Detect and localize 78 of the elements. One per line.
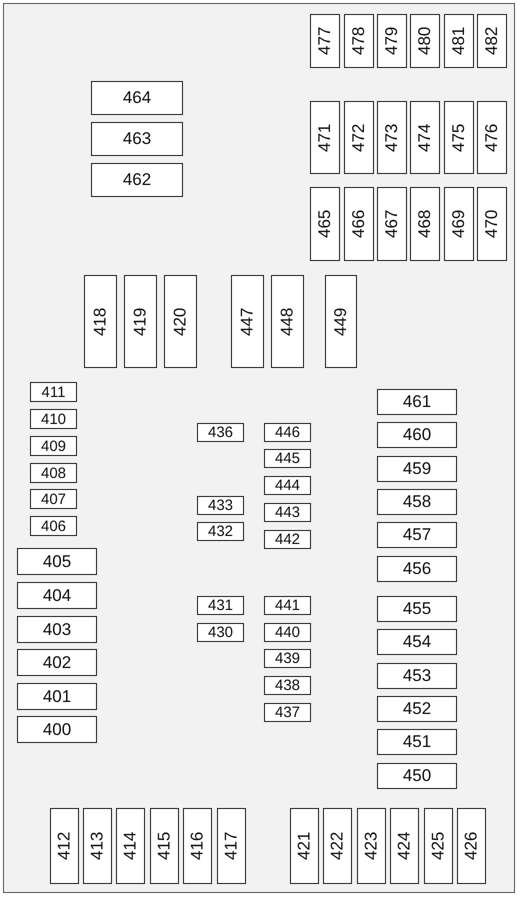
- fuse-slot: 456: [377, 556, 457, 582]
- fuse-slot: 426: [457, 808, 486, 884]
- fuse-slot: 431: [197, 596, 244, 615]
- fuse-slot: 458: [377, 489, 457, 515]
- fuse-slot: 445: [264, 449, 311, 468]
- fuse-slot: 404: [17, 582, 97, 609]
- fuse-slot: 430: [197, 623, 244, 642]
- fuse-slot: 451: [377, 729, 457, 755]
- fuse-slot: 432: [197, 522, 244, 541]
- fuse-slot: 460: [377, 422, 457, 448]
- fuse-slot: 468: [410, 187, 440, 261]
- fuse-slot: 407: [30, 489, 77, 509]
- fuse-slot: 422: [323, 808, 352, 884]
- fuse-slot: 476: [477, 101, 507, 174]
- fuse-slot: 421: [290, 808, 319, 884]
- fuse-slot: 453: [377, 663, 457, 689]
- fuse-slot: 446: [264, 423, 311, 442]
- fuse-slot: 462: [91, 163, 183, 197]
- fuse-slot: 400: [17, 716, 97, 743]
- fuse-slot: 470: [477, 187, 507, 261]
- fuse-slot: 419: [124, 275, 157, 368]
- fuse-slot: 441: [264, 596, 311, 615]
- fuse-slot: 447: [231, 275, 264, 368]
- fuse-slot: 452: [377, 696, 457, 722]
- fuse-slot: 477: [310, 14, 340, 68]
- fuse-slot: 479: [377, 14, 407, 68]
- fuse-slot: 481: [444, 14, 474, 68]
- fuse-slot: 464: [91, 81, 183, 115]
- fuse-slot: 457: [377, 522, 457, 548]
- fuse-slot: 423: [357, 808, 386, 884]
- fuse-slot: 454: [377, 629, 457, 655]
- fuse-slot: 474: [410, 101, 440, 174]
- fuse-slot: 425: [424, 808, 453, 884]
- fuse-slot: 437: [264, 703, 311, 722]
- fuse-slot: 444: [264, 476, 311, 495]
- fuse-slot: 438: [264, 676, 311, 695]
- fuse-slot: 417: [217, 808, 246, 884]
- fuse-slot: 461: [377, 389, 457, 415]
- fuse-slot: 482: [477, 14, 507, 68]
- fuse-slot: 418: [84, 275, 117, 368]
- fuse-slot: 420: [164, 275, 197, 368]
- fuse-slot: 472: [344, 101, 374, 174]
- fuse-slot: 467: [377, 187, 407, 261]
- fuse-slot: 455: [377, 596, 457, 622]
- fuse-slot: 473: [377, 101, 407, 174]
- fuse-slot: 410: [30, 409, 77, 429]
- fuse-slot: 443: [264, 503, 311, 522]
- fuse-slot: 480: [410, 14, 440, 68]
- fuse-slot: 416: [183, 808, 212, 884]
- fuse-slot: 414: [116, 808, 145, 884]
- fuse-slot: 409: [30, 436, 77, 456]
- fuse-slot: 448: [271, 275, 304, 368]
- fuse-slot: 433: [197, 496, 244, 515]
- fuse-slot: 459: [377, 456, 457, 482]
- fuse-slot: 403: [17, 616, 97, 643]
- fuse-slot: 440: [264, 623, 311, 642]
- fuse-slot: 402: [17, 649, 97, 676]
- fuse-slot: 406: [30, 516, 77, 536]
- fuse-slot: 424: [390, 808, 419, 884]
- fuse-slot: 439: [264, 649, 311, 668]
- fuse-slot: 471: [310, 101, 340, 174]
- fuse-slot: 411: [30, 382, 77, 402]
- fuse-slot: 442: [264, 530, 311, 549]
- fuse-slot: 413: [83, 808, 112, 884]
- fuse-slot: 415: [150, 808, 179, 884]
- fuse-slot: 449: [325, 275, 357, 368]
- fuse-slot: 450: [377, 763, 457, 789]
- fuse-slot: 405: [17, 548, 97, 575]
- fuse-slot: 408: [30, 463, 77, 483]
- fuse-slot: 412: [50, 808, 79, 884]
- fuse-slot: 436: [197, 423, 244, 442]
- fuse-slot: 469: [444, 187, 474, 261]
- fuse-slot: 475: [444, 101, 474, 174]
- fuse-slot: 478: [344, 14, 374, 68]
- fuse-slot: 401: [17, 683, 97, 710]
- fuse-slot: 463: [91, 122, 183, 156]
- fuse-slot: 465: [310, 187, 340, 261]
- fuse-slot: 466: [344, 187, 374, 261]
